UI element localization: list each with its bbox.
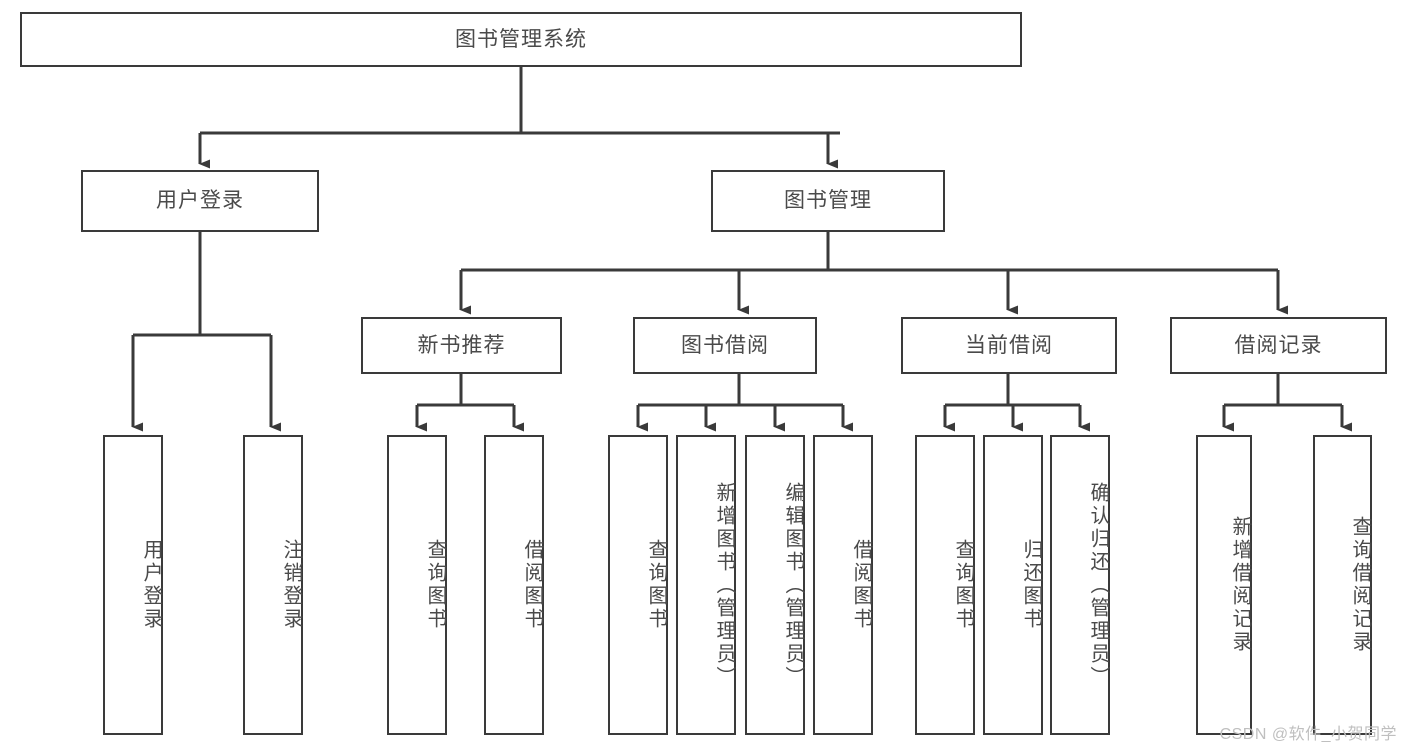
node-current-borrow-label: 当前借阅 [965,333,1053,357]
node-leaf-add-book-admin[interactable]: 新增图书（管理员） [676,435,736,735]
node-leaf-user-login-label: 用户登录 [140,539,162,631]
node-leaf-user-login[interactable]: 用户登录 [103,435,163,735]
node-book-management-label: 图书管理 [784,189,872,213]
node-book-borrow[interactable]: 图书借阅 [633,317,817,374]
node-leaf-add-book-admin-label: 新增图书（管理员） [713,481,735,689]
node-leaf-return-book[interactable]: 归还图书 [983,435,1043,735]
node-leaf-logout-label: 注销登录 [280,539,302,631]
node-user-login[interactable]: 用户登录 [81,170,319,232]
node-leaf-borrow-book-recommend[interactable]: 借阅图书 [484,435,544,735]
node-leaf-borrow-book-label: 借阅图书 [850,539,872,631]
node-borrow-record[interactable]: 借阅记录 [1170,317,1387,374]
node-leaf-query-book-current[interactable]: 查询图书 [915,435,975,735]
node-leaf-query-book-recommend-label: 查询图书 [424,539,446,631]
node-leaf-query-borrow-record[interactable]: 查询借阅记录 [1313,435,1372,735]
node-user-login-label: 用户登录 [156,189,244,213]
node-leaf-edit-book-admin[interactable]: 编辑图书（管理员） [745,435,805,735]
node-root-label: 图书管理系统 [455,27,587,51]
node-leaf-query-book-label: 查询图书 [645,539,667,631]
node-leaf-query-book-recommend[interactable]: 查询图书 [387,435,447,735]
node-leaf-return-book-label: 归还图书 [1020,539,1042,631]
node-new-book-recommend-label: 新书推荐 [417,333,506,357]
node-new-book-recommend[interactable]: 新书推荐 [361,317,562,374]
node-leaf-borrow-book-recommend-label: 借阅图书 [521,539,543,631]
node-leaf-edit-book-admin-label: 编辑图书（管理员） [782,481,804,689]
node-leaf-add-borrow-record-label: 新增借阅记录 [1229,516,1251,654]
node-current-borrow[interactable]: 当前借阅 [901,317,1117,374]
node-leaf-query-borrow-record-label: 查询借阅记录 [1349,516,1371,654]
node-borrow-record-label: 借阅记录 [1234,333,1323,357]
node-leaf-query-book[interactable]: 查询图书 [608,435,668,735]
node-leaf-logout[interactable]: 注销登录 [243,435,303,735]
node-leaf-add-borrow-record[interactable]: 新增借阅记录 [1196,435,1252,735]
node-root[interactable]: 图书管理系统 [20,12,1022,67]
watermark: CSDN @软件_小贺同学 [1219,726,1397,743]
node-leaf-borrow-book[interactable]: 借阅图书 [813,435,873,735]
node-book-borrow-label: 图书借阅 [681,333,769,357]
node-leaf-confirm-return-admin-label: 确认归还（管理员） [1087,481,1109,689]
node-leaf-confirm-return-admin[interactable]: 确认归还（管理员） [1050,435,1110,735]
node-book-management[interactable]: 图书管理 [711,170,945,232]
node-leaf-query-book-current-label: 查询图书 [952,539,974,631]
